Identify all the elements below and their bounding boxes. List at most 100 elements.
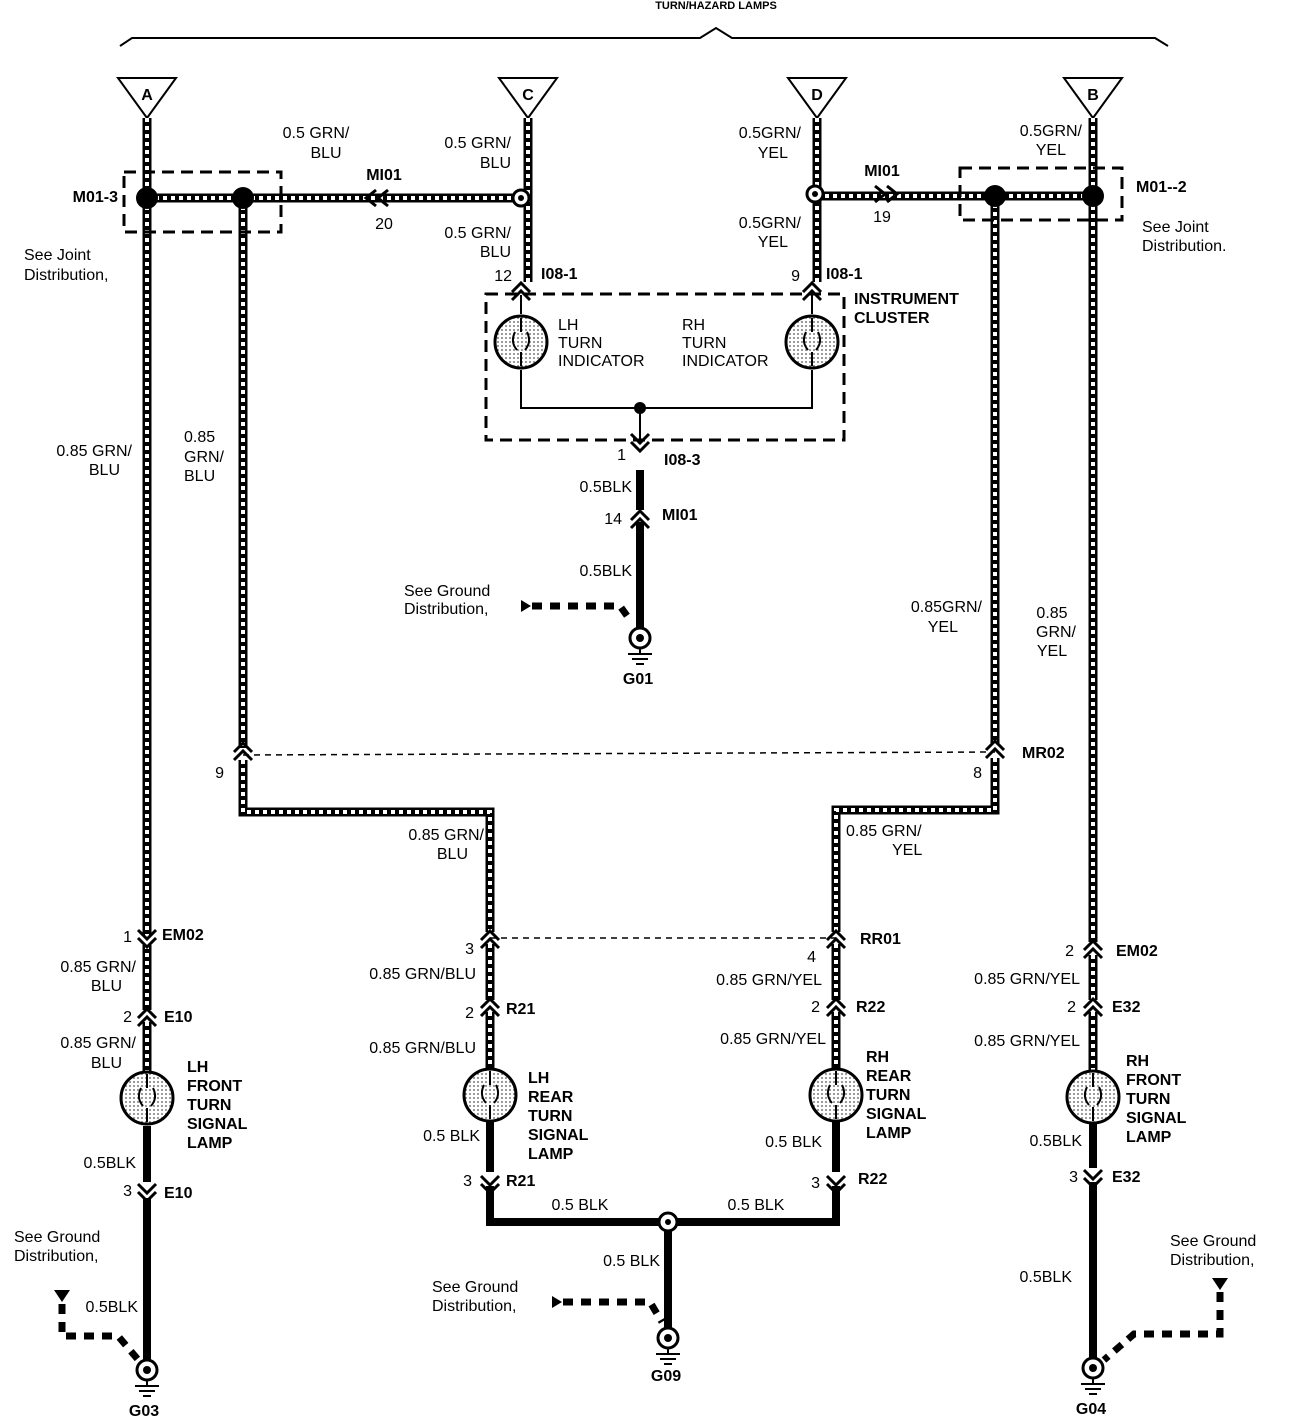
connector-pin-e10-bot: 3 (123, 1183, 132, 1200)
connector-label-rr01: RR01 (860, 931, 901, 948)
connector-pin-mi01-right: 19 (873, 209, 891, 226)
connector-pin-em02-left: 1 (123, 929, 132, 946)
instrument-cluster-box (484, 292, 846, 442)
connector-pin-rr01-left: 3 (465, 941, 474, 958)
lh-rear-lamp-bulb (462, 1067, 518, 1123)
connector-pin-r21-bot: 3 (463, 1173, 472, 1190)
connector-label-em02-left: EM02 (162, 927, 204, 944)
connector-label-i08-3: I08-3 (664, 452, 701, 469)
connector-label-m01-2: M01--2 (1136, 179, 1187, 196)
wire-label-w24: 0.5BLK (86, 1299, 139, 1316)
connector-label-mi01-left: MI01 (366, 167, 402, 184)
connector-pin-mi01-left: 20 (375, 216, 393, 233)
connector-pin-r22-bot: 3 (811, 1175, 820, 1192)
rh-turn-indicator-bulb (784, 314, 840, 370)
rh-rear-lamp-bulb (808, 1067, 864, 1123)
connector-label-em02-right: EM02 (1116, 943, 1158, 960)
svg-text:C: C (522, 87, 534, 104)
label-ground-g04: G04 (1076, 1401, 1106, 1418)
wire-label-w13: 0.85 GRN/BLU (408, 827, 484, 863)
wire-label-w28: 0.5BLK (1020, 1269, 1073, 1286)
connector-label-r22-bot: R22 (858, 1171, 887, 1188)
wire-label-w19: 0.85 GRN/YEL (974, 971, 1080, 988)
connector-pin-mr02-right: 8 (973, 765, 982, 782)
connector-label-i08-1-left: I08-1 (541, 266, 578, 283)
lh-turn-indicator-bulb (493, 314, 549, 370)
ground-g09-symbol (656, 1326, 680, 1365)
wire-label-w25: 0.5 BLK (423, 1128, 480, 1145)
wire-label-w3: 0.5 GRN/BLU (444, 225, 511, 261)
wire-label-w7: 0.85 GRN/BLU (56, 443, 132, 479)
mr02-connector-link (242, 751, 996, 756)
striped-wires (142, 118, 1098, 1072)
joint-box-m01-3 (122, 170, 283, 234)
connector-label-e10-bot: E10 (164, 1185, 193, 1202)
connector-label-mi01-right: MI01 (864, 163, 900, 180)
connector-pin-mr02-left: 9 (215, 765, 224, 782)
connector-pin-r21-top: 2 (465, 1005, 474, 1022)
wire-label-w27: 0.5BLK (1030, 1133, 1083, 1150)
connector-pin-r22-top: 2 (811, 999, 820, 1016)
wire-label-w18: 0.85 GRN/YEL (720, 1031, 826, 1048)
ground-g03-symbol (135, 1358, 159, 1397)
connector-pin-i08-3: 1 (617, 447, 626, 464)
connector-pin-rr01-right: 4 (807, 949, 816, 966)
svg-text:D: D (811, 87, 823, 104)
title-brace (119, 26, 1169, 47)
wire-label-w31: 0.5 BLK (603, 1253, 660, 1270)
lh-front-lamp-bulb (119, 1070, 175, 1126)
connector-label-m01-3: M01-3 (73, 189, 118, 206)
diagram-title: TURN/HAZARD LAMPS (655, 0, 777, 12)
ground-g01-symbol (628, 626, 652, 665)
ground-g04-symbol (1081, 1356, 1105, 1395)
wire-label-w26: 0.5 BLK (765, 1134, 822, 1151)
wire-label-w30: 0.5 BLK (728, 1197, 785, 1214)
wire-label-w21: 0.85 GRN/BLU (60, 959, 136, 995)
connector-label-r22-top: R22 (856, 999, 885, 1016)
terminal-d: D (786, 77, 848, 120)
connector-label-i08-1-right: I08-1 (826, 266, 863, 283)
connector-label-mi01-mid: MI01 (662, 507, 698, 524)
connector-pin-i08-1-left: 12 (494, 268, 512, 285)
connector-label-e32-top: E32 (1112, 999, 1141, 1016)
connector-pin-em02-right: 2 (1065, 943, 1074, 960)
connector-label-r21-bot: R21 (506, 1173, 535, 1190)
wire-label-w15: 0.85 GRN/BLU (369, 966, 476, 983)
connector-pin-e10-top: 2 (123, 1009, 132, 1026)
ground-distribution-leads (54, 600, 1228, 1365)
wire-label-w11: 0.85GRN/YEL (911, 599, 983, 636)
connector-pin-mi01-mid: 14 (604, 511, 622, 528)
joint-box-m01-2 (958, 166, 1124, 222)
label-ground-g01: G01 (623, 671, 653, 688)
cluster-internal-wiring (520, 295, 813, 440)
wire-label-w14: 0.85 GRN/YEL (846, 823, 922, 859)
terminal-b: B (1062, 77, 1124, 120)
connector-chevrons (136, 184, 1104, 1204)
connector-pin-e32-bot: 3 (1069, 1169, 1078, 1186)
wire-label-w22: 0.85 GRN/BLU (60, 1035, 136, 1072)
wire-label-w23: 0.5BLK (84, 1155, 137, 1172)
wire-label-w16: 0.85 GRN/BLU (369, 1040, 476, 1057)
wire-label-w5: 0.5GRN/YEL (1020, 123, 1083, 159)
connector-label-mr02: MR02 (1022, 745, 1065, 762)
connector-pin-i08-1-right: 9 (791, 268, 800, 285)
connector-label-r21-top: R21 (506, 1001, 535, 1018)
terminal-c: C (497, 77, 559, 120)
svg-text:A: A (141, 87, 153, 104)
connector-label-e10-top: E10 (164, 1009, 193, 1026)
connector-label-e32-bot: E32 (1112, 1169, 1141, 1186)
wire-label-w6: 0.5GRN/YEL (739, 215, 802, 251)
wire-label-w2: 0.5 GRN/BLU (444, 135, 511, 172)
